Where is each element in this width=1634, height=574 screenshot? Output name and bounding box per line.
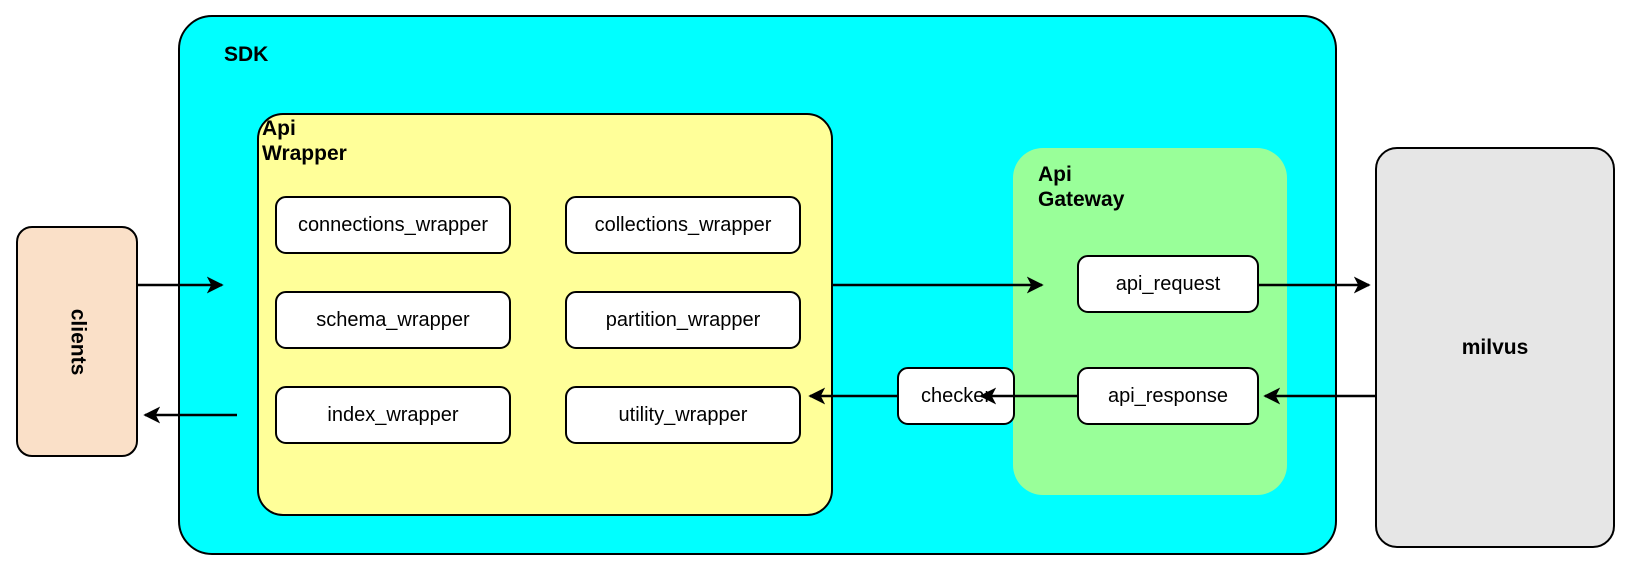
node-connections-wrapper[interactable]: connections_wrapper <box>275 196 511 254</box>
node-schema-wrapper[interactable]: schema_wrapper <box>275 291 511 349</box>
container-api-gateway-label: Api Gateway <box>1038 163 1125 211</box>
node-checker[interactable]: checker <box>897 367 1015 425</box>
container-api-wrapper-label: Api Wrapper <box>262 117 347 165</box>
node-utility-wrapper[interactable]: utility_wrapper <box>565 386 801 444</box>
node-milvus[interactable]: milvus <box>1375 147 1615 548</box>
node-api-request[interactable]: api_request <box>1077 255 1259 313</box>
node-partition-wrapper[interactable]: partition_wrapper <box>565 291 801 349</box>
node-collections-wrapper[interactable]: collections_wrapper <box>565 196 801 254</box>
node-clients[interactable]: clients <box>16 226 138 457</box>
container-sdk-label: SDK <box>224 43 269 66</box>
node-index-wrapper[interactable]: index_wrapper <box>275 386 511 444</box>
node-clients-label: clients <box>66 308 89 375</box>
container-api-gateway <box>1013 148 1287 495</box>
node-api-response[interactable]: api_response <box>1077 367 1259 425</box>
